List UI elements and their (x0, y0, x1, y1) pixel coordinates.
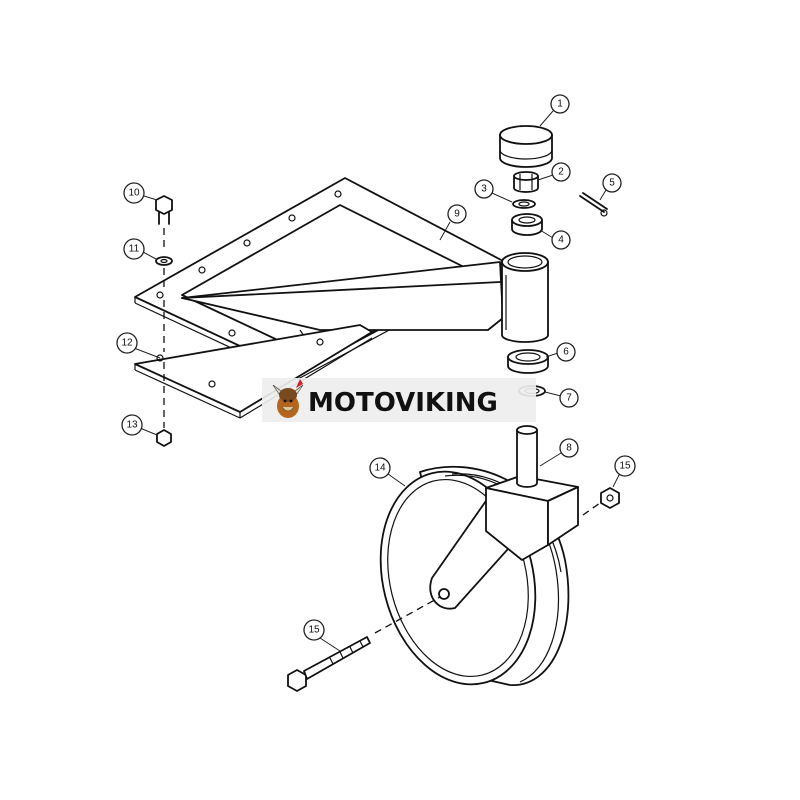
svg-text:3: 3 (481, 184, 487, 195)
callout-15-nut: 15 (612, 455, 636, 488)
lower-bearing (507, 349, 549, 374)
svg-text:9: 9 (454, 209, 460, 220)
axle-nut (582, 487, 620, 516)
tube-housing (501, 252, 549, 343)
callout-10: 10 (123, 182, 158, 204)
callout-8: 8 (539, 438, 579, 467)
svg-text:12: 12 (121, 338, 133, 349)
callout-15-bolt: 15 (303, 619, 341, 652)
callout-5: 5 (599, 173, 622, 201)
callout-12: 12 (116, 332, 161, 359)
callout-9: 9 (439, 204, 467, 241)
svg-text:15: 15 (308, 625, 320, 636)
callout-11: 11 (123, 238, 157, 260)
svg-text:7: 7 (566, 393, 572, 404)
svg-text:13: 13 (126, 420, 138, 431)
callout-14: 14 (369, 457, 406, 487)
left-bolt-stack (155, 195, 173, 447)
svg-text:8: 8 (566, 443, 572, 454)
svg-text:11: 11 (129, 244, 140, 255)
svg-text:14: 14 (374, 463, 386, 474)
watermark-banner: MOTOVIKING (262, 378, 536, 422)
callout-7: 7 (544, 388, 579, 408)
callout-2: 2 (537, 162, 571, 182)
svg-text:4: 4 (558, 235, 564, 246)
callout-3: 3 (474, 179, 513, 203)
castle-nut (513, 171, 539, 193)
svg-text:6: 6 (563, 347, 569, 358)
callout-4: 4 (539, 229, 571, 250)
svg-text:15: 15 (619, 461, 631, 472)
svg-text:2: 2 (558, 167, 564, 178)
brand-text: MOTOVIKING (308, 388, 498, 418)
callout-1: 1 (539, 94, 570, 127)
callout-6: 6 (545, 342, 576, 362)
svg-text:1: 1 (557, 99, 563, 110)
upper-bearing (511, 213, 543, 236)
washer (512, 199, 536, 209)
cotter-pin (579, 192, 608, 217)
viking-mascot-icon (272, 379, 304, 418)
svg-text:10: 10 (128, 188, 140, 199)
callout-13: 13 (121, 414, 158, 436)
svg-text:5: 5 (609, 178, 615, 189)
caster-fork (429, 425, 579, 610)
cap (499, 125, 553, 168)
axle-bolt (287, 596, 441, 692)
